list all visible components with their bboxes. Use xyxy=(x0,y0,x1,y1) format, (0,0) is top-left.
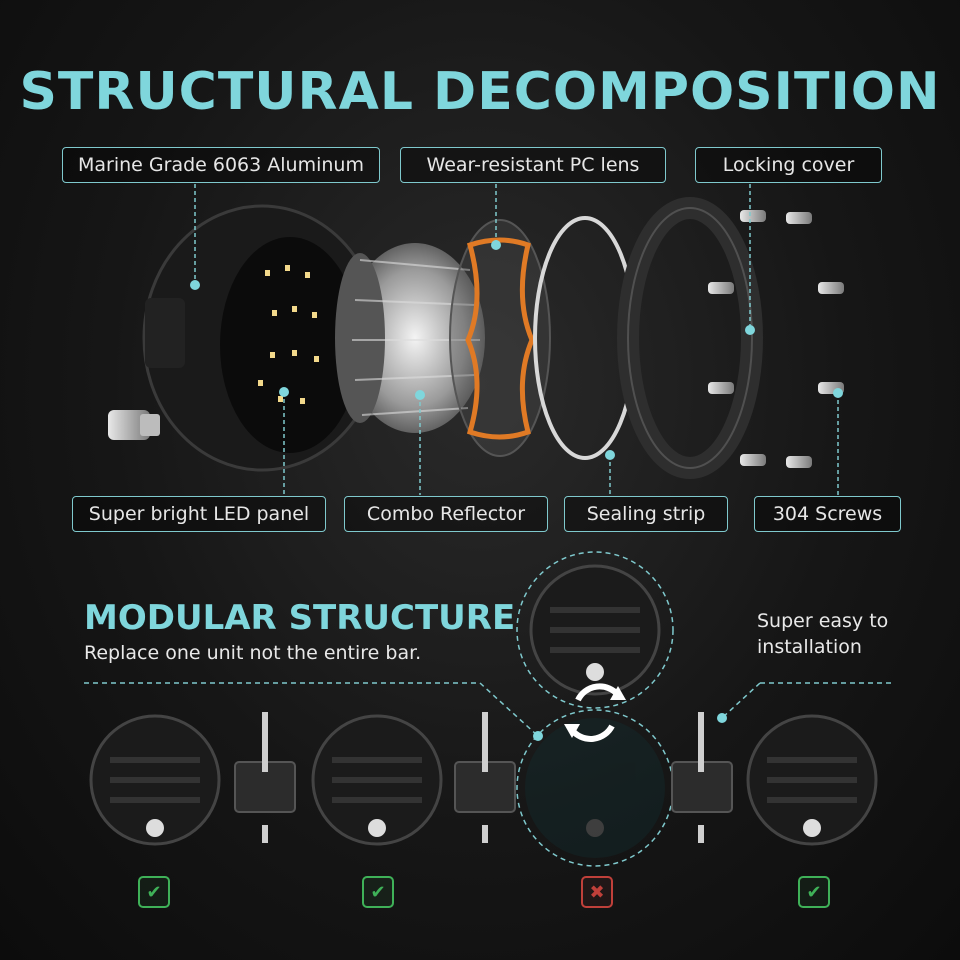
label-aluminum: Marine Grade 6063 Aluminum xyxy=(62,147,380,183)
pc-lens xyxy=(449,219,551,457)
callout-dots xyxy=(190,240,843,460)
reflector xyxy=(335,243,485,433)
locking-cover xyxy=(617,197,763,479)
label-led-panel: Super bright LED panel xyxy=(72,496,326,532)
housing xyxy=(142,204,382,472)
check-ok-icon: ✔ xyxy=(798,876,830,908)
light-pods xyxy=(89,564,878,858)
check-ok-icon: ✔ xyxy=(138,876,170,908)
label-304-screws: 304 Screws xyxy=(754,496,901,532)
swap-arrows-icon xyxy=(569,683,621,742)
modular-subtitle: Replace one unit not the entire bar. xyxy=(84,642,422,664)
installation-note: Super easy to installation xyxy=(757,610,889,658)
label-locking-cover: Locking cover xyxy=(695,147,882,183)
mounting-brackets xyxy=(234,761,733,813)
label-pc-lens: Wear-resistant PC lens xyxy=(400,147,666,183)
connector-nut xyxy=(108,410,160,440)
modular-title: MODULAR STRUCTURE xyxy=(84,598,516,638)
cross-fail-icon: ✖ xyxy=(581,876,613,908)
check-ok-icon: ✔ xyxy=(362,876,394,908)
callout-lines xyxy=(194,184,839,495)
label-combo-reflector: Combo Reflector xyxy=(344,496,548,532)
bracket-bolts xyxy=(262,712,704,843)
label-sealing-strip: Sealing strip xyxy=(564,496,728,532)
page-title: STRUCTURAL DECOMPOSITION xyxy=(19,62,941,122)
